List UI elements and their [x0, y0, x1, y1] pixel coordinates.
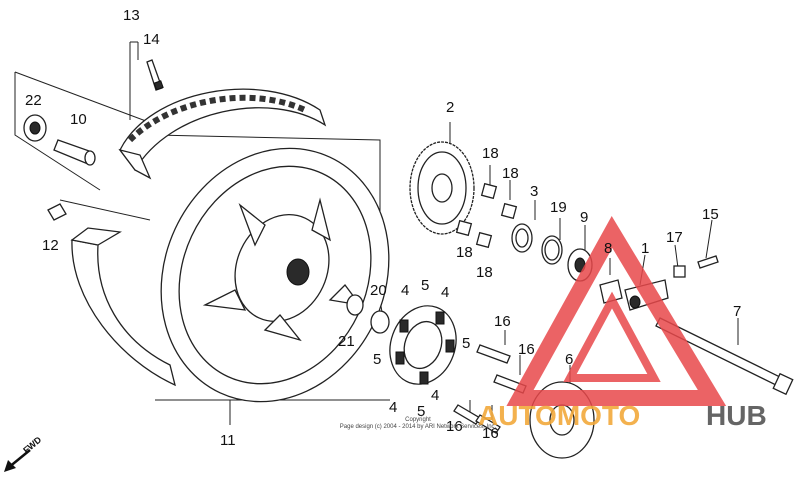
callout-4-d: 4	[389, 399, 397, 416]
watermark-text-part1: AUTOMOTO	[478, 400, 640, 431]
callout-4-b: 4	[441, 284, 449, 301]
callout-2: 2	[446, 99, 454, 116]
callout-8: 8	[604, 240, 612, 257]
callout-13: 13	[123, 7, 140, 24]
callout-21: 21	[338, 333, 355, 350]
tire	[118, 88, 327, 180]
bushing-21	[346, 294, 364, 316]
callout-5-b: 5	[462, 335, 470, 352]
watermark-text-part2: HUB	[706, 400, 767, 431]
bushing-20	[370, 310, 390, 334]
callout-22: 22	[25, 92, 42, 109]
callout-17: 17	[666, 229, 683, 246]
watermark-inner-triangle	[563, 291, 661, 382]
leader-lines	[14, 41, 739, 425]
watermark-triangle	[506, 216, 727, 406]
rim-band	[70, 227, 176, 387]
callout-18-b: 18	[502, 165, 519, 182]
damper-assembly	[389, 305, 457, 385]
callout-19: 19	[550, 199, 567, 216]
collar-8	[599, 279, 623, 304]
callout-11: 11	[220, 432, 236, 449]
sprocket	[409, 141, 475, 235]
callout-15: 15	[702, 206, 719, 223]
callout-6: 6	[565, 351, 573, 368]
callout-7: 7	[733, 303, 741, 320]
valve-stem	[146, 59, 164, 91]
copyright-line-1: Copyright	[405, 417, 431, 423]
callout-18-d: 18	[476, 264, 493, 281]
wheel	[160, 147, 390, 403]
callout-5-d: 5	[417, 403, 425, 420]
circlip-19	[541, 235, 563, 265]
copyright-notice: Copyright Page design (c) 2004 - 2014 by…	[318, 417, 518, 431]
callout-18-a: 18	[482, 145, 499, 162]
callout-5-a: 5	[421, 277, 429, 294]
callout-16-d: 16	[482, 425, 499, 442]
cap-12	[47, 203, 67, 221]
callout-12: 12	[42, 237, 59, 254]
callout-3: 3	[530, 183, 538, 200]
callout-4-c: 4	[431, 387, 439, 404]
callout-4-a: 4	[401, 282, 409, 299]
nut-17	[673, 265, 686, 278]
callout-14: 14	[143, 31, 160, 48]
watermark: AUTOMOTO HUB	[478, 216, 767, 431]
seal-3	[511, 223, 533, 253]
callout-16-a: 16	[494, 313, 511, 330]
nuts-18	[455, 182, 518, 249]
callout-20: 20	[370, 282, 387, 299]
callout-16-c: 16	[446, 418, 463, 435]
callout-labels: 13 14 22 10 12 2 18 18 18 18 3 19 9 15 8…	[25, 7, 741, 449]
callout-5-c: 5	[373, 351, 381, 368]
bearing-22	[23, 114, 47, 142]
callout-10: 10	[70, 111, 87, 128]
callout-1: 1	[641, 240, 649, 257]
copyright-line-2: Page design (c) 2004 - 2014 by ARI Netwo…	[339, 424, 497, 430]
spacer-10	[53, 139, 96, 166]
bolt-15	[697, 255, 719, 269]
axle-7	[655, 317, 794, 396]
fwd-arrow-icon	[4, 449, 31, 472]
callout-16-b: 16	[518, 341, 535, 358]
callout-18-c: 18	[456, 244, 473, 261]
callout-9: 9	[580, 209, 588, 226]
